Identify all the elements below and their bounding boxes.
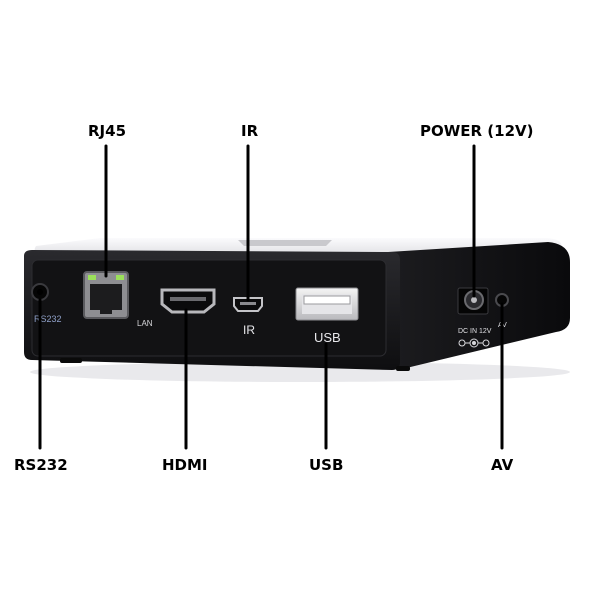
- callout-rs232: RS232: [14, 456, 68, 474]
- callout-power: POWER (12V): [420, 122, 534, 140]
- callout-av: AV: [491, 456, 514, 474]
- dc-polarity-symbol: [458, 338, 490, 348]
- power-port-pin: [471, 297, 477, 303]
- callout-rj45: RJ45: [88, 122, 127, 140]
- panel-label-lan: LAN: [137, 319, 153, 328]
- device-foot-left: [60, 358, 82, 363]
- panel-label-ir: IR: [243, 323, 255, 337]
- rj45-led-right: [116, 275, 124, 280]
- callout-leader-lines: [38, 144, 504, 450]
- rj45-port-inner: [90, 284, 122, 310]
- device-shadow: [30, 362, 570, 382]
- rj45-port-latch: [100, 306, 112, 314]
- panel-label-usb: USB: [314, 330, 341, 345]
- top-lid-stripe: [238, 240, 332, 246]
- ir-port-contacts: [240, 302, 256, 305]
- device-foot-right: [396, 366, 410, 371]
- hdmi-port-contacts: [170, 297, 206, 301]
- rj45-led-left: [88, 275, 96, 280]
- panel-label-rs232: RS232: [34, 314, 62, 324]
- rs232-port-hole: [37, 289, 43, 295]
- panel-label-dc-in: DC IN 12V: [458, 328, 492, 335]
- callout-hdmi: HDMI: [162, 456, 208, 474]
- callout-usb: USB: [309, 456, 344, 474]
- callout-ir: IR: [241, 122, 259, 140]
- usb-port-tongue: [303, 295, 351, 305]
